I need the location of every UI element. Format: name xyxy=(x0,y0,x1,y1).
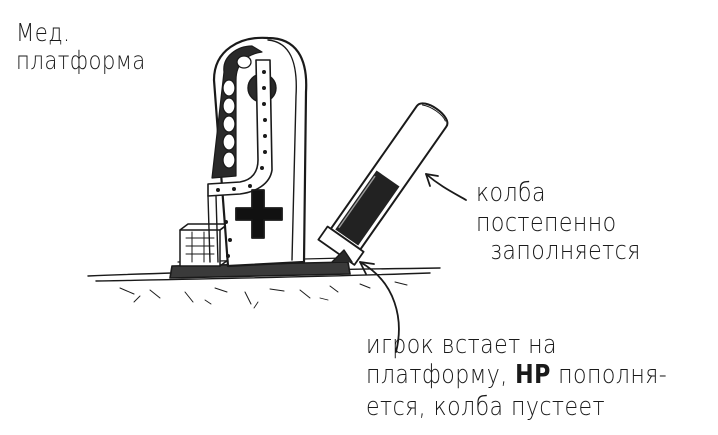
player-note-line-3: ется, колба пустеет xyxy=(366,392,606,422)
flask-note-line-2: постепенно xyxy=(476,208,617,238)
flask-note-line-3: заполняется xyxy=(490,236,641,266)
battery-block xyxy=(179,223,229,267)
player-note-line-1: игрок встает на xyxy=(366,330,558,360)
flask-note-line-1: колба xyxy=(476,178,546,208)
player-note-line-2b: пополня- xyxy=(558,360,668,390)
arrow-icon xyxy=(359,261,400,353)
title-line-2: платформа xyxy=(16,46,146,75)
hp-label: HP xyxy=(515,360,551,390)
player-note-line-2: платформу, HP пополня- xyxy=(366,362,667,388)
player-note-line-2a: платформу, xyxy=(366,360,508,390)
flask xyxy=(317,102,449,266)
title-line-1: Мед. xyxy=(16,18,71,47)
rivets xyxy=(216,70,267,192)
medical-cross-icon xyxy=(235,189,283,239)
tower-body xyxy=(207,36,308,268)
arrow-icon xyxy=(425,173,467,201)
chain xyxy=(222,55,252,169)
